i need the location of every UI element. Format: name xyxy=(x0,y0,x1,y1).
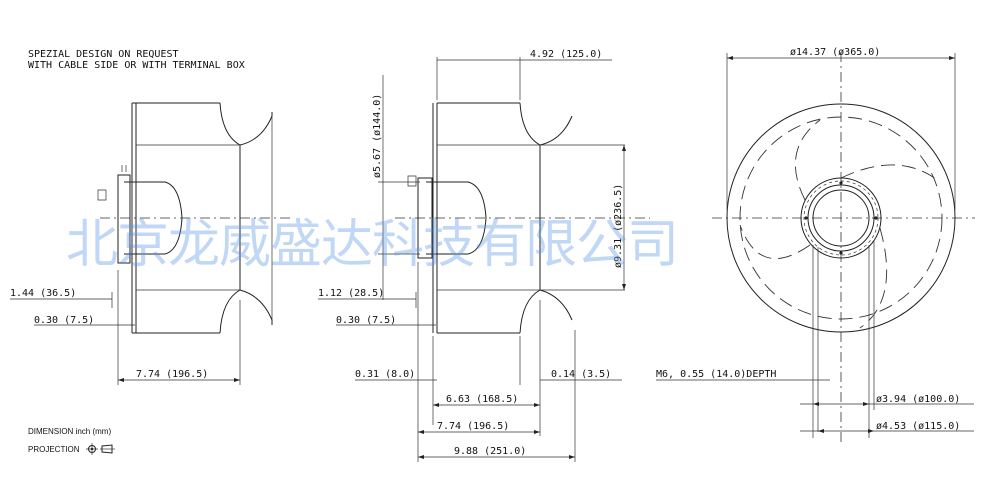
note-line-2: WITH CABLE SIDE OR WITH TERMINAL BOX xyxy=(28,60,245,71)
projection-symbol-icon xyxy=(86,443,115,455)
side-view-2: 4.92 (125.0) ø5.67 (ø144.0) ø9.31 (ø236.… xyxy=(318,49,650,462)
sv2-dim-g: 9.88 (251.0) xyxy=(454,446,526,457)
fv-dim-thread: M6, 0.55 (14.0)DEPTH xyxy=(656,369,776,380)
fv-dim-outer: ø14.37 (ø365.0) xyxy=(790,47,880,58)
sv2-dim-b: 0.30 (7.5) xyxy=(336,315,396,326)
fv-dim-bolt: ø4.53 (ø115.0) xyxy=(876,421,960,432)
sv2-dim-d: 0.14 (3.5) xyxy=(551,369,611,380)
sv2-dim-f: 7.74 (196.5) xyxy=(437,421,509,432)
sv1-dim-b: 0.30 (7.5) xyxy=(34,315,94,326)
sv2-dim-c: 0.31 (8.0) xyxy=(355,369,415,380)
sv2-dim-a: 1.12 (28.5) xyxy=(318,288,384,299)
side-view-1: 1.44 (36.5) 0.30 (7.5) 7.74 (196.5) xyxy=(10,102,290,385)
note-line-1: SPEZIAL DESIGN ON REQUEST xyxy=(28,49,179,60)
sv2-dim-dia-large: ø9.31 (ø236.5) xyxy=(613,184,624,268)
front-view: ø14.37 (ø365.0) M6, 0.55 (14.0)DEPTH ø3.… xyxy=(656,47,975,445)
company-watermark: 北京龙威盛达科技有限公司 xyxy=(66,215,678,275)
sv1-dim-a: 1.44 (36.5) xyxy=(10,288,76,299)
sv2-dim-top: 4.92 (125.0) xyxy=(530,49,602,60)
notes-block: SPEZIAL DESIGN ON REQUEST WITH CABLE SID… xyxy=(28,49,245,455)
outer-ring xyxy=(726,103,956,333)
projection-note: PROJECTION xyxy=(28,445,80,454)
fv-dim-hub: ø3.94 (ø100.0) xyxy=(876,394,960,405)
sv2-dim-dia-small: ø5.67 (ø144.0) xyxy=(372,94,383,178)
screw-holes xyxy=(804,181,878,255)
sv1-dim-c: 7.74 (196.5) xyxy=(136,369,208,380)
units-note: DIMENSION inch (mm) xyxy=(28,427,111,436)
sv2-dim-e: 6.63 (168.5) xyxy=(446,394,518,405)
